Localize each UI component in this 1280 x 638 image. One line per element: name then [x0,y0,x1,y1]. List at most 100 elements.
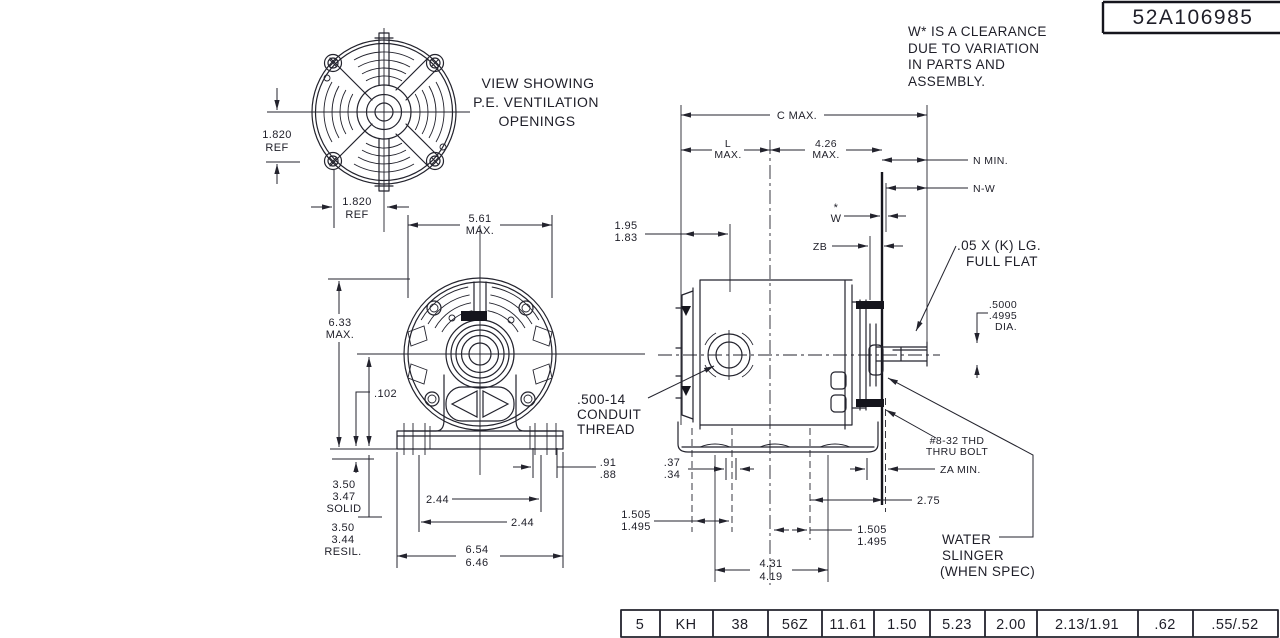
table-cell: .62 [1154,617,1175,633]
dim-shaft-height: 3.50 3.47 SOLID 3.50 3.44 RESIL. [324,357,382,558]
clearance-note: W* IS A CLEARANCE DUE TO VARIATION IN PA… [908,24,1047,89]
dim-label: SOLID [326,503,361,515]
dim-label: MAX. [714,149,741,161]
dim-102: .102 [332,388,397,473]
note-line: DUE TO VARIATION [908,41,1039,56]
dim-label: .4995 [989,310,1017,322]
dim-label: 3.47 [332,491,355,503]
dim-91: .91 .88 [513,448,616,481]
dim-label: 1.83 [614,232,637,244]
table-cell: 56Z [782,617,808,633]
note-label: SLINGER [942,548,1004,563]
title-block: 52A106985 [1101,0,1280,35]
table-cell: 5.23 [942,617,972,633]
dim-195: 1.95 1.83 [614,220,728,244]
dim-label: REF [345,209,368,221]
mount-screws [323,53,445,171]
note-label: WATER [942,532,991,547]
dim-label: 1.820 [262,129,292,141]
dim-label: 2.75 [917,495,940,507]
dim-label: 1.820 [342,196,372,208]
note-label: THRU BOLT [926,446,989,458]
label-water-slinger: WATER SLINGER (WHEN SPEC) [887,377,1035,579]
dim-label: 2.44 [511,517,534,529]
dim-label: 6.46 [465,557,488,569]
note-label: FULL FLAT [966,254,1038,269]
dim-label: MAX. [466,225,495,237]
pe-view-caption: VIEW SHOWING P.E. VENTILATION OPENINGS [473,75,599,129]
dim-shaft-dia: .5000 .4995 DIA. [974,299,1017,378]
dim-label: W [831,213,842,225]
dim-label: .5000 [989,299,1017,311]
table-cell: 2.00 [996,617,1026,633]
dim-label: ZB [813,241,827,253]
table-cell: KH [676,617,697,633]
label-conduit-thread: .500-14 CONDUIT THREAD [577,365,715,437]
dim-label: 3.50 [331,522,354,534]
spec-table: 5 KH 38 56Z 11.61 1.50 5.23 2.00 2.13/1.… [620,609,1279,638]
dim-label: 1.505 [857,524,887,536]
dim-label: 4.26 [815,138,837,150]
dim-37: .37 .34 [664,457,754,481]
note-line: W* IS A CLEARANCE [908,24,1047,39]
dim-244: 2.44 2.44 [418,455,542,532]
front-screws [424,300,536,407]
table-cell: 2.13/1.91 [1055,617,1119,633]
dim-label: 1.95 [614,220,637,232]
dim-label: 3.50 [332,479,355,491]
note-label: CONDUIT [577,407,641,422]
note-line: IN PARTS AND [908,57,1005,72]
dim-n-w: N-W [886,183,995,195]
dim-label: N MIN. [973,155,1008,167]
note-label: .05 X (K) LG. [957,238,1041,253]
dim-label: L [725,138,731,150]
caption-line: VIEW SHOWING [482,75,595,91]
dim-label: .88 [600,469,617,481]
motor-body [675,279,928,453]
dim-654: 6.54 6.46 [396,452,564,569]
dim-l-max: L MAX. [681,138,770,161]
dim-label: MAX. [812,149,839,161]
dim-label: 1.495 [857,536,887,548]
table-cell: 38 [732,617,749,633]
dim-label: .91 [600,457,617,469]
dim-label: 3.44 [331,534,354,546]
table-cell: 11.61 [829,617,866,633]
drawing-number: 52A106985 [1133,6,1254,29]
dim-426: 4.26 MAX. [770,138,882,161]
top-clamp-bolt [461,311,487,321]
dim-label: .34 [664,469,681,481]
dim-label: 6.54 [465,544,488,556]
dim-label: .102 [374,388,397,400]
dim-label: REF [265,142,288,154]
dim-label: 4.31 [759,558,782,570]
dim-561: 5.61 MAX. [407,213,553,298]
dim-label: DIA. [995,321,1017,333]
dim-label: ZA MIN. [940,464,981,476]
dim-label: N-W [973,183,995,195]
caption-line: P.E. VENTILATION [473,94,599,110]
dim-label: MAX. [326,329,355,341]
dim-label: C MAX. [777,110,817,122]
note-label: THREAD [577,422,635,437]
caption-line: OPENINGS [498,113,575,129]
dim-label: 1.495 [621,521,651,533]
dim-1820-horizontal: 1.820 REF [311,170,409,228]
note-label: (WHEN SPEC) [940,564,1035,579]
dim-1505-right: 1.505 1.495 [774,524,887,548]
dim-c-max: C MAX. [681,110,927,122]
dim-1505-left: 1.505 1.495 [621,509,729,533]
dim-zb: ZB [813,241,903,253]
table-cell: 5 [636,617,644,633]
dim-label: .37 [664,457,681,469]
pe-ventilation-view: 1.820 REF 1.820 REF VIEW SHOWING P.E. VE… [262,28,599,232]
dim-label: * [834,202,839,214]
front-view: 5.61 MAX. 6.33 MAX. .102 3.50 3.47 S [323,213,645,569]
dim-label: 2.44 [426,494,449,506]
table-cell: .55/.52 [1211,617,1258,633]
side-view: C MAX. L MAX. 4.26 MAX. N MIN. N-W [577,105,1041,585]
dim-label: 4.19 [759,571,782,583]
dim-275: 2.75 [810,495,940,507]
